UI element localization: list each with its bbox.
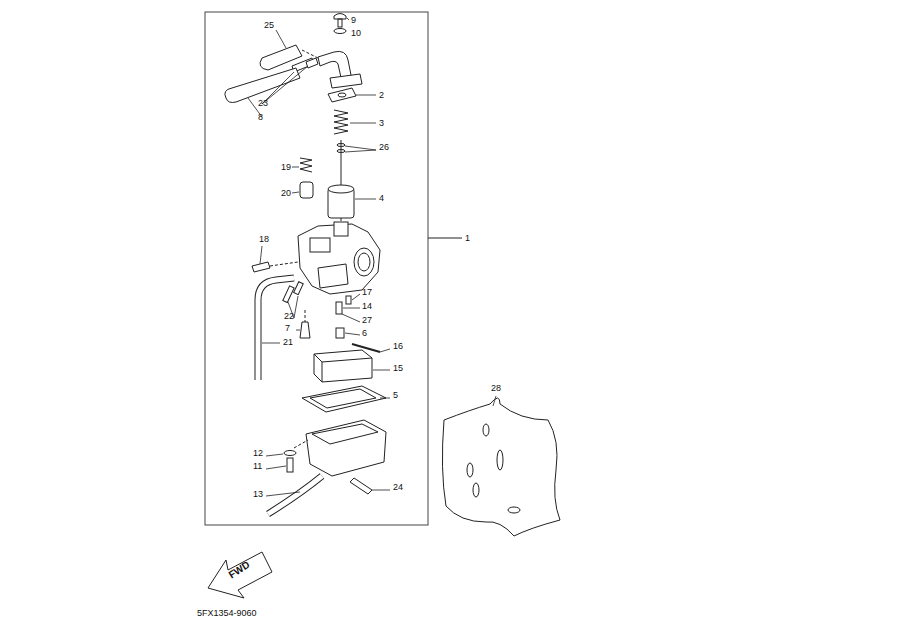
callout-number: 24: [393, 482, 403, 492]
callout-number: 13: [253, 489, 263, 499]
callout-number: 16: [393, 341, 403, 351]
callout-number: 1: [465, 233, 470, 243]
callout-number: 25: [264, 20, 274, 30]
callout-number: 23: [258, 98, 268, 108]
callout-number: 2: [379, 90, 384, 100]
callout-number: 14: [362, 301, 372, 311]
callout-number: 9: [351, 15, 356, 25]
callout-number: 22: [284, 311, 294, 321]
callout-number: 18: [259, 234, 269, 244]
callout-number: 4: [379, 193, 384, 203]
callout-number: 19: [281, 162, 291, 172]
callout-number: 3: [379, 118, 384, 128]
callout-number: 12: [253, 448, 263, 458]
callout-number: 6: [362, 328, 367, 338]
callout-number: 28: [491, 383, 501, 393]
callout-number: 7: [285, 323, 290, 333]
callout-number: 11: [253, 461, 262, 471]
callout-number: 27: [362, 315, 372, 325]
drawing-code: 5FX1354-9060: [197, 608, 257, 618]
callout-number: 26: [379, 142, 389, 152]
callout-number: 15: [393, 363, 403, 373]
callout-number: 10: [351, 28, 361, 38]
callout-number: 8: [258, 112, 263, 122]
callout-number: 5: [393, 390, 398, 400]
callout-number: 17: [362, 287, 372, 297]
callout-number: 20: [281, 188, 291, 198]
callout-number: 21: [283, 337, 293, 347]
